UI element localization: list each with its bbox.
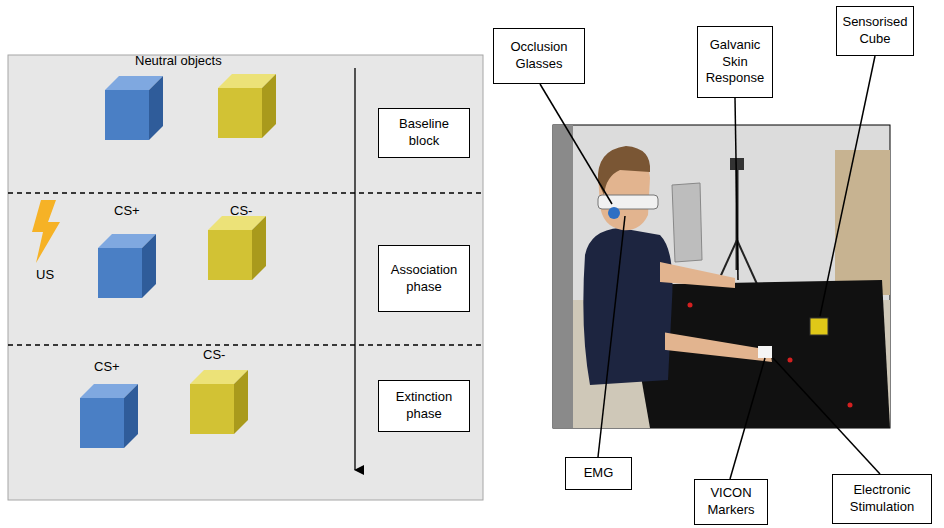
stimulus-label: US bbox=[36, 267, 54, 283]
callout-box: VICON Markers bbox=[694, 479, 768, 525]
stimulus-label: CS+ bbox=[94, 359, 120, 375]
phase-box: Extinction phase bbox=[378, 380, 470, 432]
phase-box: Baseline block bbox=[378, 108, 470, 158]
panel bbox=[8, 55, 483, 500]
callout-box: Galvanic Skin Response bbox=[697, 26, 773, 98]
yellow-cube bbox=[208, 216, 266, 280]
dashed-divider bbox=[8, 344, 483, 345]
photo bbox=[553, 125, 890, 428]
yellow-cube bbox=[218, 74, 276, 138]
stimulus-label: CS- bbox=[203, 347, 225, 363]
time-arrow bbox=[354, 68, 355, 470]
callout-box: EMG bbox=[565, 457, 632, 490]
callout-text: Electronic Stimulation bbox=[838, 482, 926, 516]
stimulus-label: CS+ bbox=[114, 203, 140, 219]
blue-cube bbox=[105, 76, 163, 140]
callout-box: Occlusion Glasses bbox=[493, 28, 585, 84]
lightning-bolt bbox=[32, 200, 60, 263]
callout-text: EMG bbox=[584, 465, 614, 482]
callout-text: Occlusion Glasses bbox=[499, 39, 579, 73]
phase-box: Association phase bbox=[378, 245, 470, 312]
callout-text: Extinction phase bbox=[384, 389, 464, 423]
yellow-cube bbox=[190, 370, 248, 434]
callout-box: Electronic Stimulation bbox=[832, 474, 932, 524]
dashed-divider bbox=[8, 192, 483, 193]
stimulus-label: CS- bbox=[230, 203, 252, 219]
callout-text: Association phase bbox=[384, 262, 464, 296]
blue-cube bbox=[98, 234, 156, 298]
callout-text: VICON Markers bbox=[700, 485, 762, 519]
callout-box: Sensorised Cube bbox=[836, 6, 914, 56]
callout-text: Sensorised Cube bbox=[842, 14, 908, 48]
panel-heading: Neutral objects bbox=[135, 53, 222, 69]
callout-text: Baseline block bbox=[384, 116, 464, 150]
callout-text: Galvanic Skin Response bbox=[703, 37, 767, 88]
blue-cube bbox=[80, 384, 138, 448]
leader-lines bbox=[540, 56, 880, 479]
